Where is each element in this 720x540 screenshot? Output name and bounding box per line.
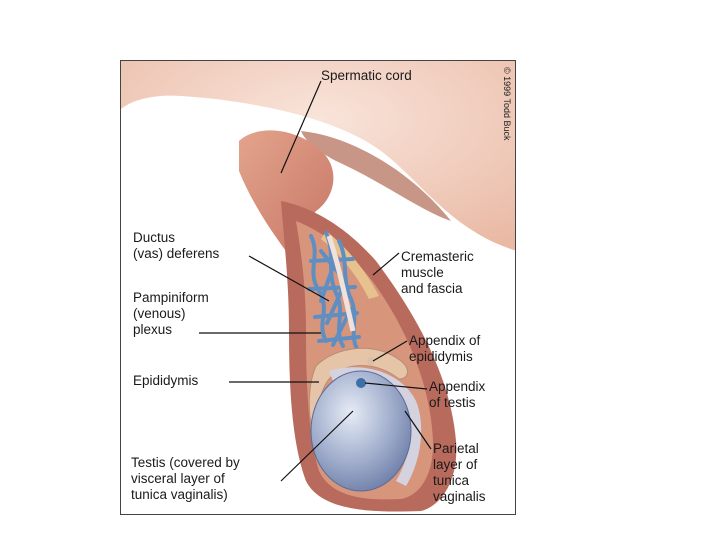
label-epididymis: Epididymis	[133, 373, 199, 388]
ductus-deferens-tube	[326, 235, 356, 332]
leader-spermatic-cord	[280, 80, 322, 174]
appendix-of-testis-dot	[356, 378, 366, 388]
leader-parietal	[404, 410, 432, 450]
cremasteric-muscle	[321, 231, 379, 299]
illustration	[121, 61, 515, 512]
label-pampiniform-plexus: Pampiniform (venous) plexus	[133, 290, 209, 337]
label-parietal-layer: Parietal layer of tunica vaginalis	[433, 441, 486, 504]
label-testis: Testis (covered by visceral layer of tun…	[131, 455, 240, 502]
skin-fold	[121, 61, 515, 251]
leader-lines	[199, 80, 432, 482]
leader-appendix-testis	[364, 382, 428, 390]
label-ductus-deferens: Ductus (vas) deferens	[133, 230, 220, 261]
leader-appendix-epididymis	[372, 340, 408, 362]
leader-cremasteric	[372, 252, 400, 276]
label-spermatic-cord: Spermatic cord	[321, 68, 412, 83]
cord-top	[239, 130, 334, 251]
skin-shadow	[301, 131, 451, 221]
copyright-notice: © 1999 Todd Buck	[499, 67, 513, 227]
pampiniform-plexus-veins	[307, 231, 361, 351]
leader-testis	[280, 410, 354, 482]
leader-ductus-deferens	[248, 255, 330, 302]
copyright-text: © 1999 Todd Buck	[502, 67, 512, 141]
appendix-of-epididymis-dot	[367, 357, 375, 365]
label-cremasteric: Cremasteric muscle and fascia	[401, 249, 474, 296]
anatomy-figure: Spermatic cord Ductus (vas) deferens Pam…	[120, 60, 516, 515]
label-appendix-epididymis: Appendix of epididymis	[409, 333, 481, 364]
testis-shape	[310, 370, 412, 492]
label-appendix-testis: Appendix of testis	[429, 379, 486, 410]
